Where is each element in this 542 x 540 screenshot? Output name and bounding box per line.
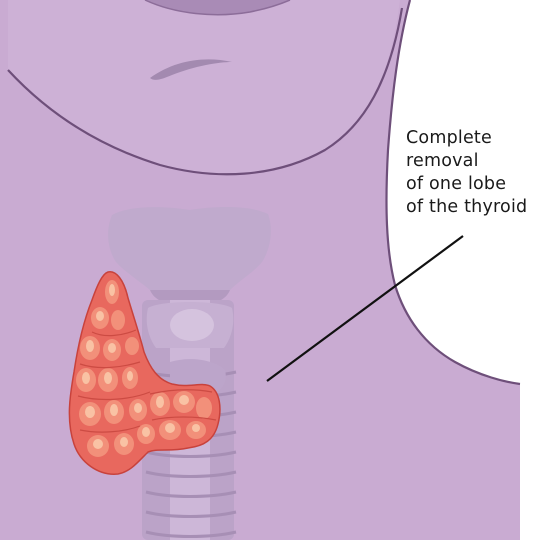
callout-line-4: of the thyroid: [406, 196, 542, 219]
callout-line-3: of one lobe: [406, 173, 542, 196]
callout-line-2: removal: [406, 150, 542, 173]
cricoid-highlight: [170, 309, 214, 341]
callout-label: Complete removal of one lobe of the thyr…: [406, 127, 542, 219]
callout-line-1: Complete: [406, 127, 542, 150]
